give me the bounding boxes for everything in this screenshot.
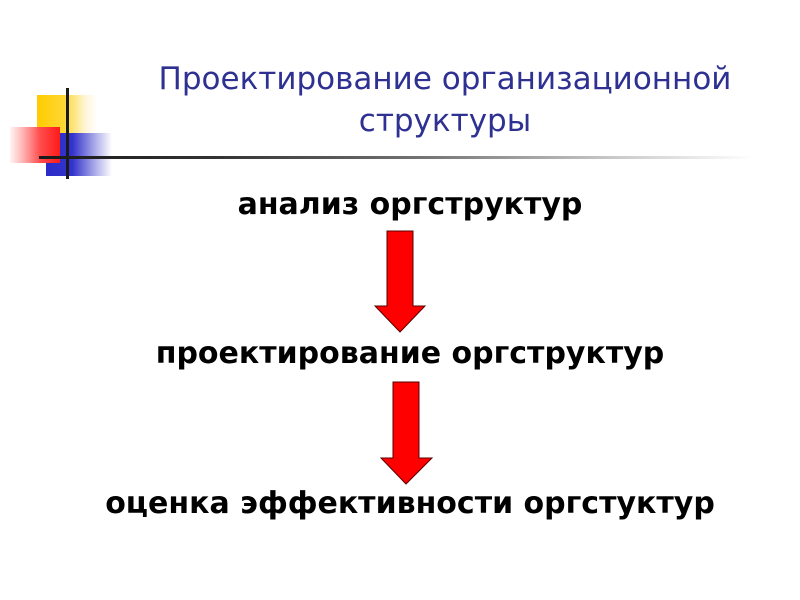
step-design: проектирование оргструктур <box>155 336 665 371</box>
down-arrow-icon <box>379 380 435 491</box>
vertical-line-decoration <box>66 88 69 179</box>
step-evaluation: оценка эффективности оргстуктур <box>105 486 715 521</box>
title-line-2: структуры <box>358 103 532 139</box>
title-line-1: Проектирование организационной <box>158 61 732 97</box>
title-underline-rule <box>39 156 754 159</box>
step-analysis: анализ оргструктур <box>237 187 583 222</box>
down-arrow-icon <box>373 229 427 339</box>
slide-title: Проектирование организационной структуры <box>100 58 790 142</box>
